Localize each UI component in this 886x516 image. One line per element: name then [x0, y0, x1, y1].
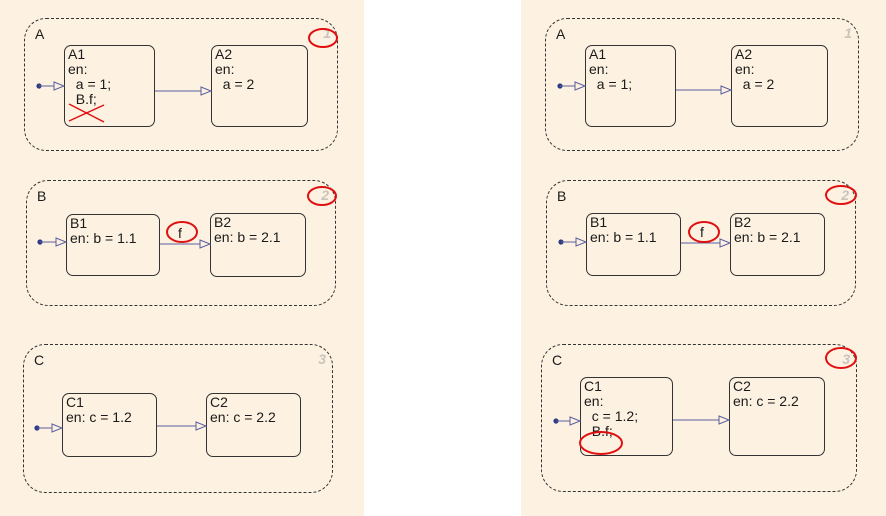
state-B1-right[interactable]: B1 en: b = 1.1	[586, 213, 681, 276]
execution-order: 1	[323, 25, 331, 41]
state-action: en: b = 2.1	[214, 229, 281, 245]
state-action: B.f;	[584, 423, 613, 439]
state-name: A2	[215, 46, 233, 62]
state-name: C2	[733, 378, 751, 394]
state-A1-right[interactable]: A1 en: a = 1;	[585, 45, 676, 127]
state-action: en: c = 2.2	[733, 393, 799, 409]
state-action: a = 2	[735, 76, 775, 92]
state-C1-right[interactable]: C1 en: c = 1.2; B.f;	[580, 377, 673, 456]
state-name: B2	[734, 214, 752, 230]
execution-order: 3	[842, 351, 850, 367]
state-action: en: c = 1.2	[66, 409, 132, 425]
state-name: C1	[584, 378, 602, 394]
state-name: B1	[70, 215, 88, 231]
state-action: en:	[735, 61, 755, 77]
state-label: C	[552, 352, 563, 368]
state-action: a = 1;	[589, 76, 633, 92]
state-name: B1	[590, 214, 608, 230]
state-name: C2	[210, 394, 228, 410]
state-action: a = 2	[215, 76, 255, 92]
panel-right: A 1 A1 en: a = 1; A2 en: a = 2 B 2 B1 en…	[521, 0, 886, 516]
state-action: a = 1;	[68, 76, 112, 92]
state-label: A	[556, 26, 566, 42]
panel-left: A 1 A1 en: a = 1; B.f; A2 en: a = 2 B 2 …	[0, 0, 364, 516]
state-action: en: c = 2.2	[210, 409, 276, 425]
state-action: en: b = 1.1	[70, 230, 137, 246]
state-label: A	[35, 26, 45, 42]
state-A1-left[interactable]: A1 en: a = 1; B.f;	[64, 45, 155, 127]
state-C2-left[interactable]: C2 en: c = 2.2	[206, 393, 301, 457]
struck-text: B.f;	[68, 91, 97, 107]
state-action: en: b = 2.1	[734, 229, 801, 245]
state-A-right[interactable]: A 1	[545, 18, 859, 151]
state-action: en:	[68, 61, 88, 77]
state-action: en: b = 1.1	[590, 229, 657, 245]
execution-order: 2	[841, 187, 849, 203]
state-C1-left[interactable]: C1 en: c = 1.2	[62, 393, 157, 457]
state-action: c = 1.2;	[584, 408, 639, 424]
state-label: B	[37, 188, 47, 204]
state-name: C1	[66, 394, 84, 410]
state-action-struck: B.f;	[68, 92, 154, 107]
state-A2-right[interactable]: A2 en: a = 2	[731, 45, 828, 127]
state-name: A1	[589, 46, 607, 62]
state-label: B	[557, 188, 567, 204]
state-C2-right[interactable]: C2 en: c = 2.2	[729, 377, 825, 456]
state-action: en:	[215, 61, 235, 77]
state-name: A2	[735, 46, 753, 62]
state-C-left[interactable]: C 3	[23, 344, 333, 493]
state-A2-left[interactable]: A2 en: a = 2	[211, 45, 308, 127]
execution-order: 3	[318, 351, 326, 367]
state-B2-left[interactable]: B2 en: b = 2.1	[210, 213, 306, 277]
state-name: B2	[214, 214, 232, 230]
state-name: A1	[68, 46, 86, 62]
state-action: en:	[584, 393, 604, 409]
state-B1-left[interactable]: B1 en: b = 1.1	[66, 214, 160, 276]
state-B2-right[interactable]: B2 en: b = 2.1	[730, 213, 825, 276]
state-action: en:	[589, 61, 609, 77]
execution-order: 1	[844, 25, 852, 41]
state-label: C	[34, 352, 45, 368]
execution-order: 2	[321, 187, 329, 203]
